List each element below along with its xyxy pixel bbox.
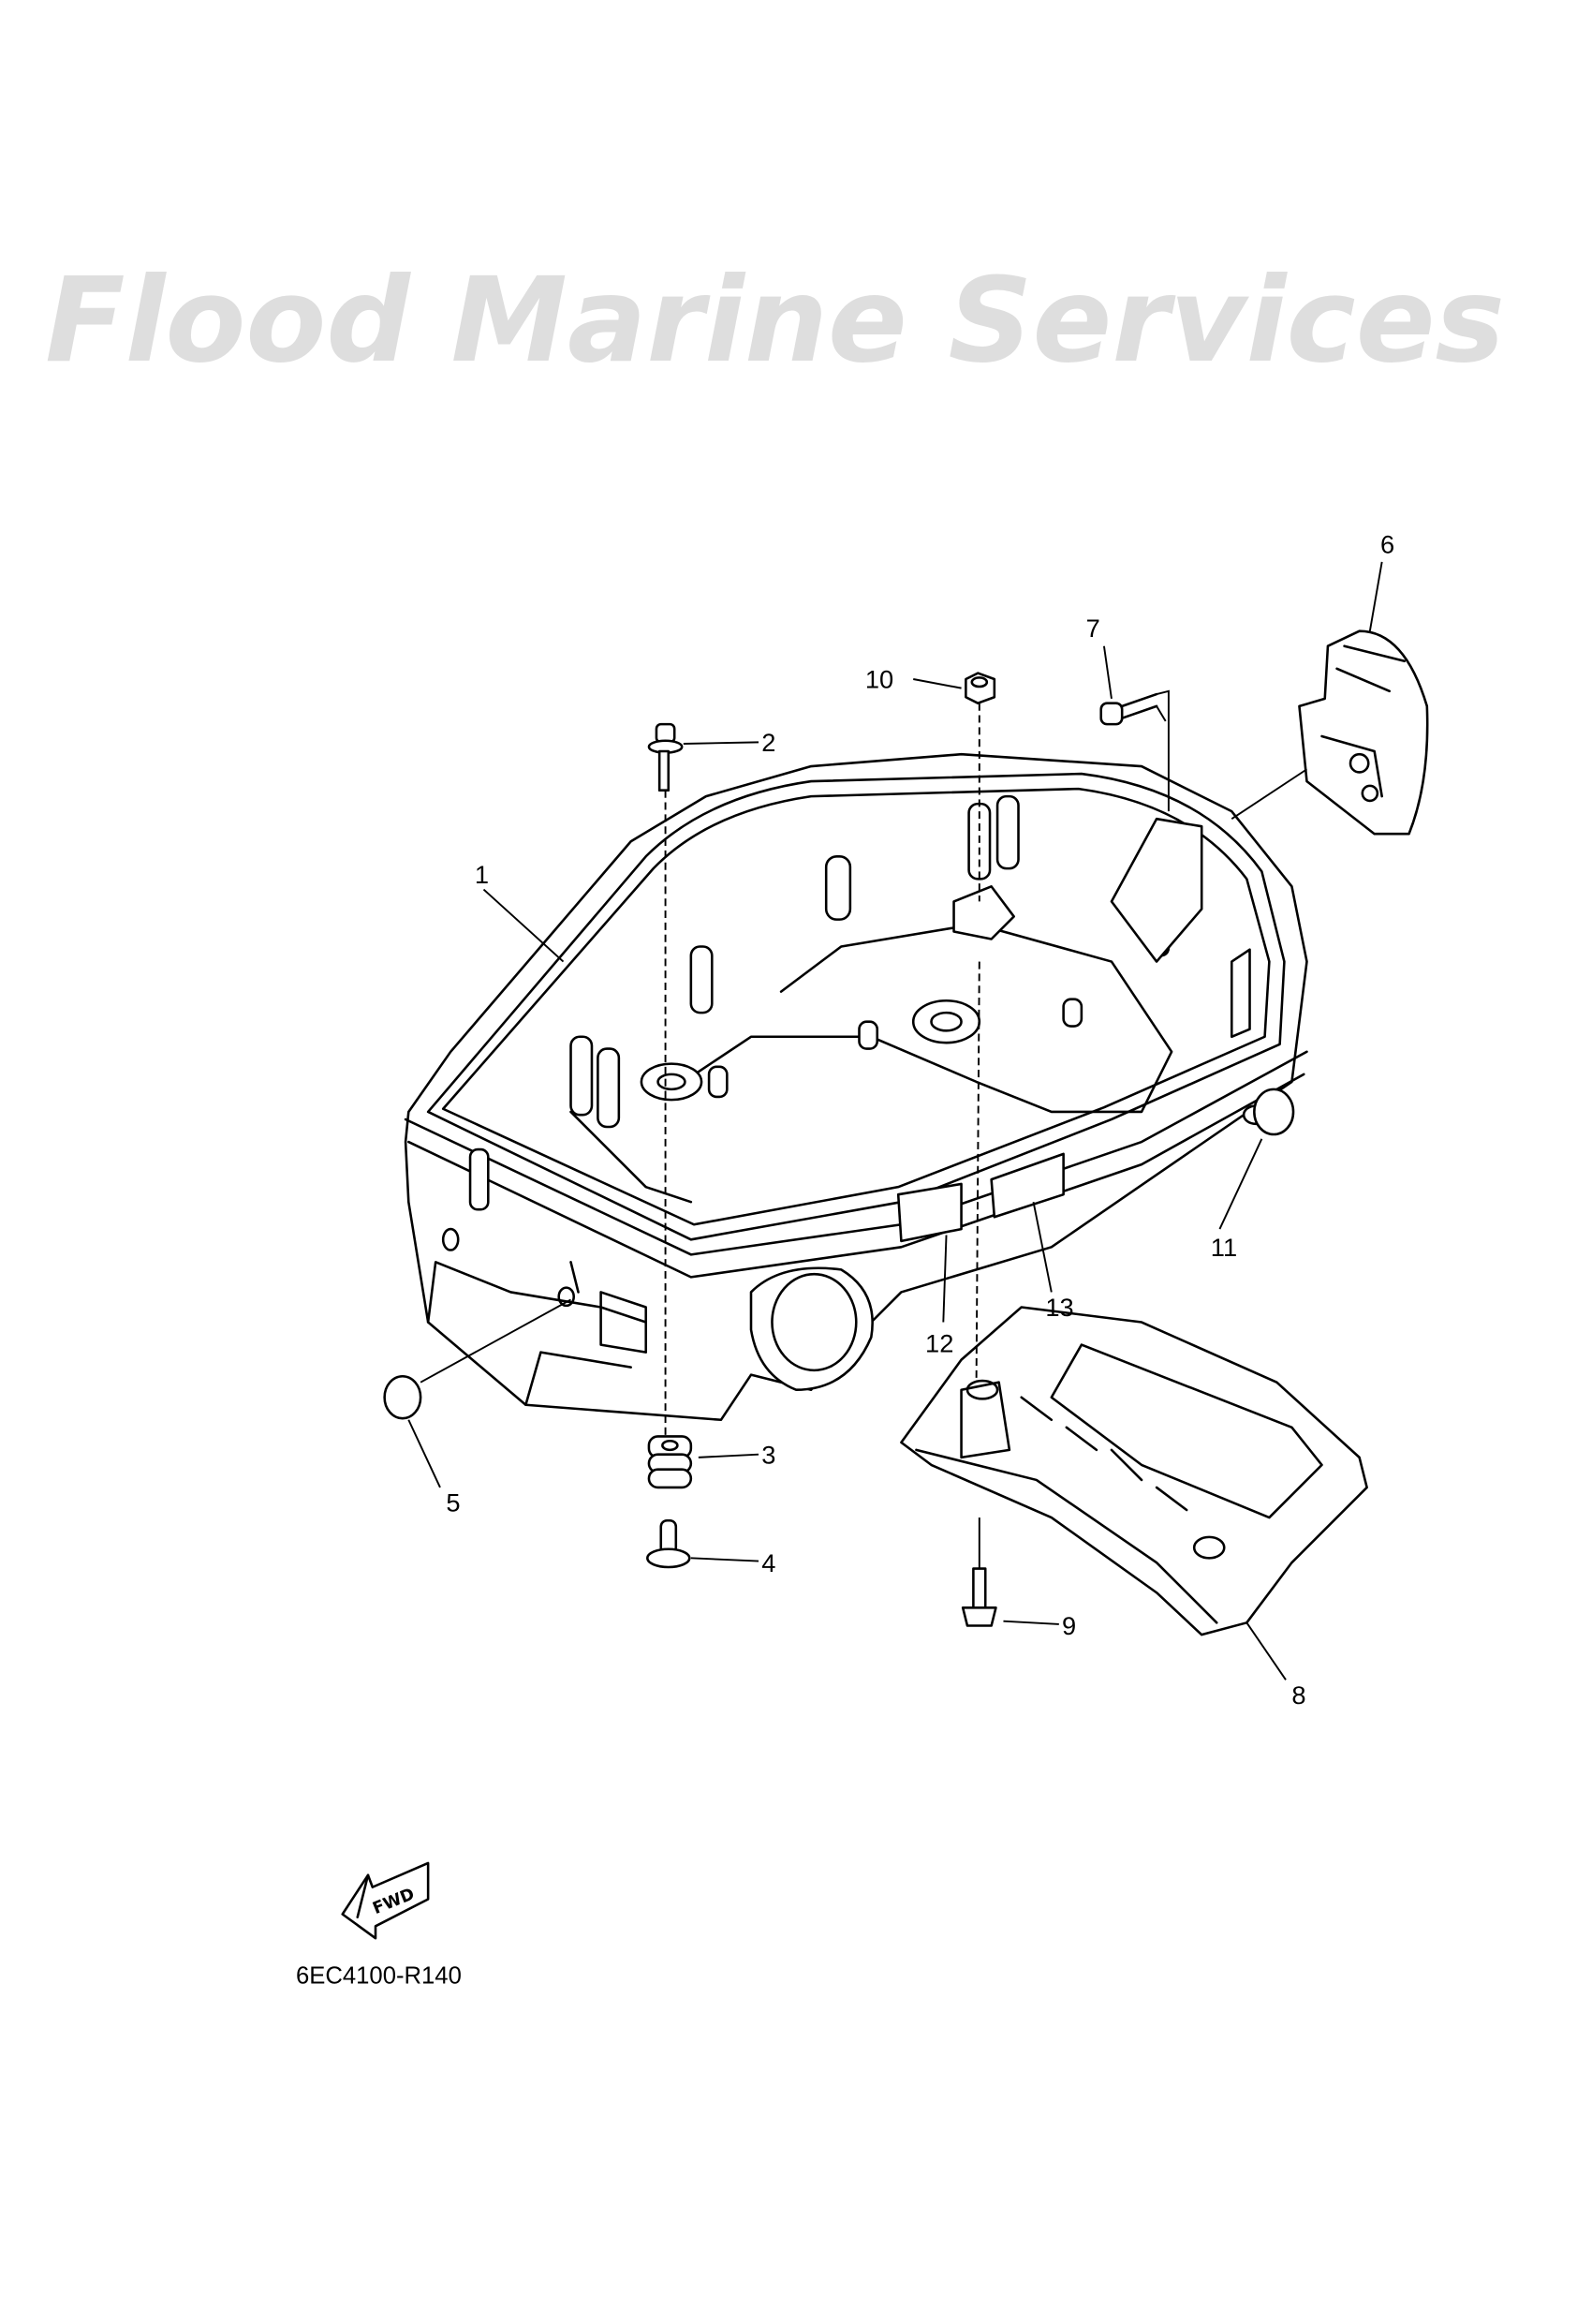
- bolt-part-9: [961, 1567, 997, 1627]
- screw-part-2: [647, 722, 684, 792]
- plug-part-5: [383, 1374, 422, 1420]
- handle-part-8: [900, 1306, 1368, 1636]
- bottom-cowling-part-1: [404, 752, 1308, 1422]
- part-label-7: 7: [1086, 614, 1100, 643]
- part-label-11: 11: [1211, 1233, 1237, 1262]
- watermark: Flood Marine Services: [45, 252, 1505, 389]
- part-label-13: 13: [1045, 1293, 1073, 1322]
- bolt-part-7: [1099, 692, 1158, 726]
- nut-part-10: [965, 672, 996, 704]
- forward-direction-arrow-icon: FWD: [341, 1861, 430, 1940]
- part-label-1: 1: [475, 860, 489, 889]
- part-label-4: 4: [761, 1548, 775, 1577]
- collar-part-4: [646, 1518, 691, 1569]
- figure-code: 6EC4100-R140: [296, 1962, 462, 1989]
- part-label-3: 3: [761, 1440, 775, 1469]
- part-label-8: 8: [1291, 1680, 1305, 1710]
- plug-part-11: [1253, 1088, 1295, 1136]
- part-label-2: 2: [761, 728, 775, 757]
- part-label-12: 12: [925, 1329, 953, 1358]
- part-label-6: 6: [1380, 529, 1394, 558]
- part-label-5: 5: [446, 1488, 460, 1517]
- part-label-10: 10: [865, 665, 893, 694]
- grommet-part-3: [647, 1435, 693, 1489]
- bracket-part-6: [1298, 629, 1429, 836]
- part-label-9: 9: [1062, 1611, 1076, 1640]
